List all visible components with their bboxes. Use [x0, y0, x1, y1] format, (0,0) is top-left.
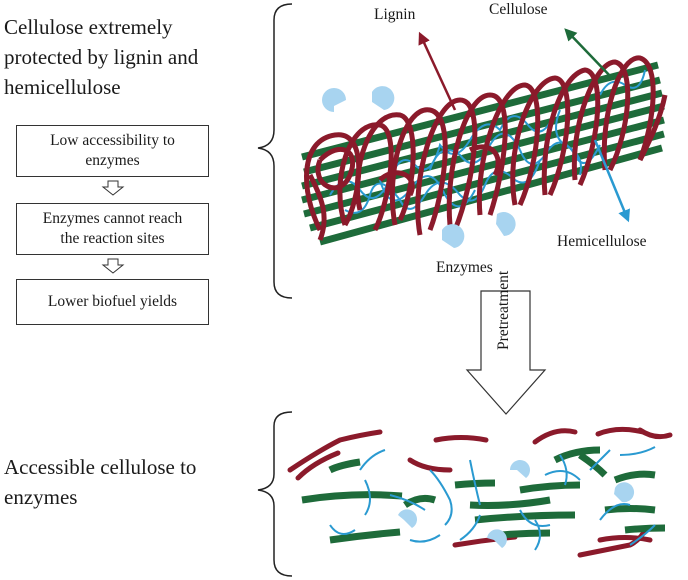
top-heading: Cellulose extremely protected by lignin … — [4, 12, 198, 102]
enzyme-icon — [442, 224, 465, 248]
flow-box-3-line1: Lower biofuel yields — [47, 293, 178, 310]
enzyme-icon — [372, 86, 395, 110]
enzyme-icon — [496, 212, 516, 236]
bottom-heading-line2: enzymes — [4, 485, 78, 509]
hemicellulose-pointer-arrow — [593, 139, 630, 223]
enzyme-group-top — [322, 86, 516, 248]
flow-box-1-line2: enzymes — [85, 152, 140, 169]
top-heading-line3: hemicellulose — [4, 75, 121, 99]
lignin-pointer-arrow — [418, 31, 457, 111]
hemicellulose-label: Hemicellulose — [557, 233, 647, 250]
top-heading-line2: protected by lignin and — [4, 45, 199, 69]
cellulose-fibre-bundle — [301, 55, 668, 246]
flow-box-2-line2: the reaction sites — [60, 230, 165, 247]
flow-down-arrow-1 — [101, 180, 125, 196]
enzyme-icon — [487, 529, 507, 548]
separated-fibres — [287, 426, 673, 558]
flow-box-lower-yields: Lower biofuel yields — [16, 279, 209, 325]
cellulose-pointer-arrow — [564, 28, 613, 79]
pretreatment-arrow — [465, 290, 547, 415]
flow-box-low-accessibility: Low accessibility to enzymes — [16, 125, 209, 177]
cellulose-label: Cellulose — [489, 1, 548, 18]
enzyme-icon — [510, 460, 530, 478]
flow-box-1-line1: Low accessibility to — [50, 132, 175, 149]
bottom-heading: Accessible cellulose to enzymes — [4, 452, 196, 512]
lignin-label: Lignin — [374, 6, 416, 23]
enzyme-group-bottom — [398, 460, 635, 548]
pretreatment-label: Pretreatment — [495, 270, 512, 350]
enzymes-label: Enzymes — [436, 259, 493, 276]
top-heading-line1: Cellulose extremely — [4, 15, 173, 39]
top-curly-brace — [257, 3, 293, 299]
enzyme-icon — [614, 482, 635, 503]
bottom-curly-brace — [257, 411, 293, 577]
enzyme-icon — [322, 88, 346, 112]
flow-box-2-line1: Enzymes cannot reach — [42, 210, 183, 227]
flow-box-cannot-reach: Enzymes cannot reach the reaction sites — [16, 203, 209, 255]
flow-down-arrow-2 — [101, 258, 125, 274]
bottom-heading-line1: Accessible cellulose to — [4, 455, 197, 479]
enzyme-icon — [398, 509, 418, 528]
